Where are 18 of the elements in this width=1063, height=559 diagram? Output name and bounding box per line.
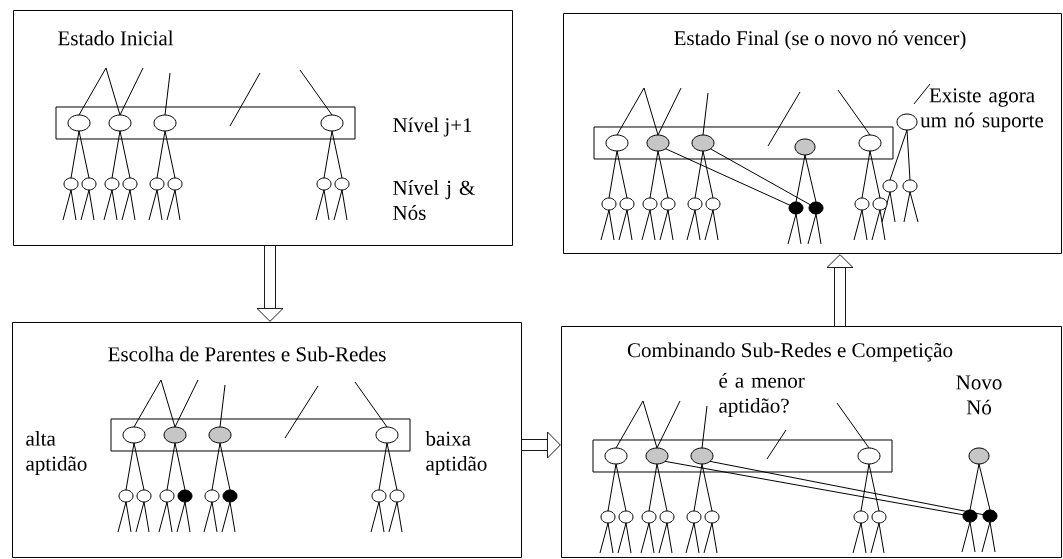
annotation: é a menor aptidão?: [719, 372, 805, 418]
hollow-arrow: [826, 254, 854, 326]
panel-title: Combinando Sub-Redes e Competição: [627, 342, 953, 362]
panel: [563, 13, 1062, 254]
annotation: baixa aptidão: [425, 430, 487, 475]
panel-title: Estado Final (se o novo nó vencer): [674, 30, 966, 50]
annotation: Existe agora um nó suporte: [920, 88, 1044, 132]
panel: [13, 10, 513, 246]
panel: [12, 322, 522, 558]
panel: [561, 326, 1062, 558]
annotation: Nível j & Nós: [393, 180, 475, 220]
annotation: Novo Nó: [956, 375, 1002, 415]
panel-title: Escolha de Parentes e Sub-Redes: [108, 346, 386, 362]
hollow-arrow: [256, 246, 284, 322]
panel-title: Estado Inicial: [58, 30, 174, 46]
annotation: Nível j+1: [393, 117, 472, 137]
hollow-arrow: [522, 431, 561, 459]
annotation: alta aptidão: [26, 430, 87, 475]
